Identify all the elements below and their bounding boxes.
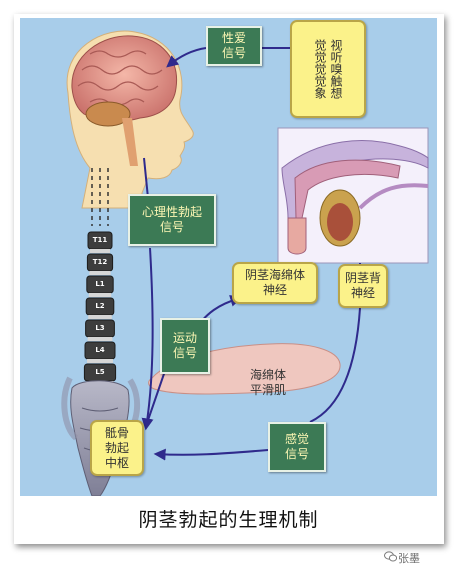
brain-shape xyxy=(71,35,178,122)
sensory-signal-label: 感觉 信号 xyxy=(284,432,309,461)
sexual-signal-label: 性爱 信号 xyxy=(221,31,246,60)
spinal-cord-dashes xyxy=(91,168,109,226)
senses-box: 视听嗅触想 觉觉觉觉象 xyxy=(290,20,366,118)
chat-icon xyxy=(384,551,397,562)
sexual-signal-box: 性爱 信号 xyxy=(206,26,262,66)
cerebellum xyxy=(85,101,131,127)
dorsal-nerve-box: 阴茎背 神经 xyxy=(338,264,388,308)
intervertebral-disc xyxy=(90,249,110,253)
watermark-text: 张墨 xyxy=(398,552,420,565)
vertebra-label: L1 xyxy=(95,280,105,288)
intervertebral-disc xyxy=(87,359,113,363)
vertebra-label: T12 xyxy=(92,258,108,266)
smooth-muscle-label: 海绵体 平滑肌 xyxy=(250,368,287,397)
dorsal-nerve-label: 阴茎背 神经 xyxy=(344,271,381,300)
senses-col-2: 觉觉觉觉象 xyxy=(313,39,327,99)
anatomy-inset xyxy=(277,127,429,264)
cavernous-nerve-box: 阴茎海绵体 神经 xyxy=(232,262,318,304)
intervertebral-disc xyxy=(87,337,113,341)
vertebra-label: L4 xyxy=(95,346,105,354)
vertebra-label: L2 xyxy=(95,302,105,310)
intervertebral-disc xyxy=(88,315,112,319)
motor-signal-label: 运动 信号 xyxy=(172,331,197,360)
sacral-center-box: 骶骨 勃起 中枢 xyxy=(90,420,144,476)
brain-folds xyxy=(77,50,163,106)
diagram-art xyxy=(61,30,429,496)
psychogenic-signal-box: 心理性勃起 信号 xyxy=(128,194,216,246)
vertebra-label: T11 xyxy=(92,236,108,244)
motor-signal-box: 运动 信号 xyxy=(160,318,210,374)
cavernous-nerve-label: 阴茎海绵体 神经 xyxy=(244,268,305,297)
intervertebral-disc xyxy=(88,293,112,297)
vertebra-label: L5 xyxy=(95,368,105,376)
senses-col-1: 视听嗅触想 xyxy=(329,39,343,99)
figure-caption: 阴茎勃起的生理机制 xyxy=(138,509,319,531)
psychogenic-signal-label: 心理性勃起 信号 xyxy=(141,205,202,234)
sensory-signal-box: 感觉 信号 xyxy=(268,422,326,472)
intervertebral-disc xyxy=(89,271,111,275)
diagram-panel: 性爱 信号 视听嗅触想 觉觉觉觉象 心理性勃起 信号 阴茎海绵体 神经 阴茎背 … xyxy=(20,18,437,496)
brainstem xyxy=(122,118,138,166)
sacral-center-label: 骶骨 勃起 中枢 xyxy=(104,425,129,470)
vertebra-label: L3 xyxy=(95,324,105,332)
